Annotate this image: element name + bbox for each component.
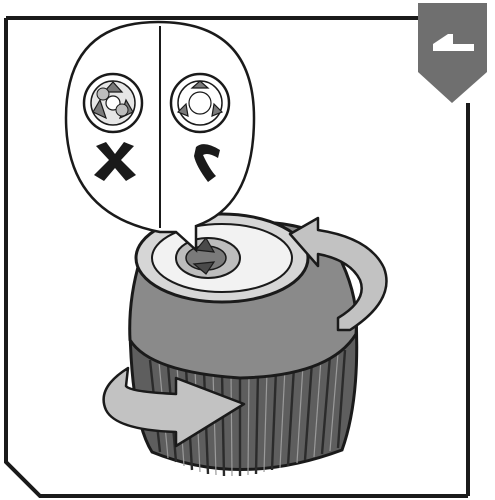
chuck-jaws bbox=[192, 236, 216, 275]
rotation-arrows-icon bbox=[102, 216, 388, 448]
step-number-glyph bbox=[433, 34, 474, 51]
rotation-arrow-upper bbox=[288, 216, 388, 332]
check-mark-icon bbox=[194, 144, 220, 182]
step-badge-icon bbox=[418, 3, 487, 103]
cross-mark-icon bbox=[94, 142, 136, 181]
chuck-jaws-callout-bubble bbox=[64, 20, 256, 253]
jaws-correct-view bbox=[169, 72, 231, 134]
rotation-arrow-lower bbox=[102, 366, 246, 448]
step-badge: 1 bbox=[418, 3, 487, 103]
jaws-incorrect-view bbox=[82, 72, 144, 134]
